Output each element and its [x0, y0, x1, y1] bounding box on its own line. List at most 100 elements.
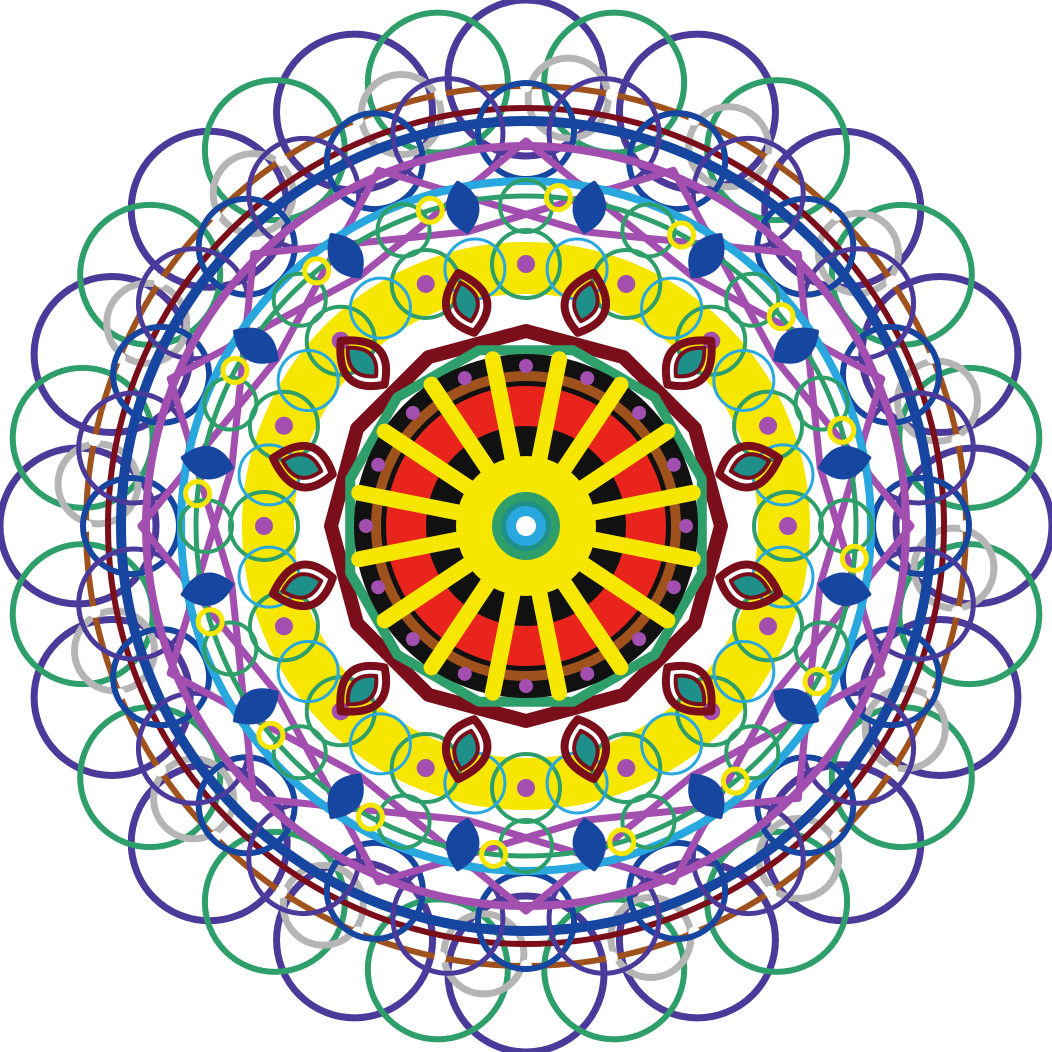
outer-white-dot	[88, 434, 101, 447]
darkred-leaf	[441, 268, 492, 337]
sky-yellow-loop	[276, 640, 340, 704]
outer-white-dot	[764, 885, 777, 898]
core-red-ring	[386, 386, 666, 666]
core-violet-dot	[519, 679, 533, 693]
outer-white-dot	[951, 605, 964, 618]
darkred-leaf-inner	[280, 572, 324, 600]
yellow-dot-loop	[720, 766, 750, 796]
yellow-dot-loop	[195, 607, 225, 637]
darkred-leaf	[441, 715, 492, 784]
darkred-leaf	[661, 661, 716, 716]
yellow-dot-loop	[667, 220, 697, 250]
core-violet-dot	[632, 632, 647, 647]
darkred-leaf-inner	[572, 280, 600, 324]
yellow-dot-loop	[415, 195, 445, 225]
darkred-leaf	[661, 336, 716, 391]
core-violet-dot	[519, 359, 533, 373]
violet-dot	[779, 517, 797, 535]
outer-white-dot	[764, 154, 777, 167]
outer-white-dot	[605, 951, 618, 964]
sky-yellow-loop	[712, 348, 776, 412]
darkred-leaf-inner	[673, 345, 707, 379]
blue-capsule	[572, 818, 606, 872]
darkred-leaf-inner	[728, 452, 772, 480]
green-yellow-loop	[304, 675, 377, 748]
yellow-dot-loop	[827, 415, 857, 445]
blue-capsule	[818, 572, 872, 606]
green-yellow-loop	[228, 490, 300, 562]
outer-grey-loop	[279, 861, 367, 949]
darkred-leaf-inner	[345, 673, 379, 707]
core-violet-dot	[405, 632, 420, 647]
violet-dot	[617, 274, 636, 293]
violet-dot	[617, 759, 636, 778]
darkred-leaf-inner	[345, 345, 379, 379]
green-mid-ring	[193, 193, 859, 859]
blue-capsule	[327, 773, 364, 820]
darkred-leaf	[268, 560, 337, 611]
outer-white-dot	[154, 764, 167, 777]
outer-white-dot	[605, 88, 618, 101]
outer-white-dot	[275, 885, 288, 898]
green-small-loop	[724, 271, 781, 328]
sky-yellow-loop	[276, 348, 340, 412]
green-small-loop	[724, 724, 781, 781]
blue-capsule	[180, 572, 234, 606]
core-violet-dot	[580, 666, 595, 681]
green-yellow-loop	[675, 304, 748, 377]
yellow-dot-loop	[479, 839, 509, 869]
violet-dot	[274, 416, 293, 435]
blue-capsule	[446, 818, 480, 872]
center-white-disc	[516, 516, 536, 536]
violet-dot	[274, 617, 293, 636]
darkred-leaf	[560, 268, 611, 337]
outer-grey-loop	[103, 279, 191, 367]
green-dodecagon	[345, 345, 707, 707]
outer-white-dot	[434, 951, 447, 964]
core-violet-dot	[666, 457, 681, 472]
blue-capsule	[688, 773, 725, 820]
outer-white-dot	[951, 434, 964, 447]
darkred-leaf-inner	[452, 280, 480, 324]
outer-white-dot	[434, 88, 447, 101]
core-violet-dot	[580, 371, 595, 386]
violet-dot	[759, 617, 778, 636]
yellow-dot-loop	[355, 802, 385, 832]
blue-capsule	[688, 232, 725, 279]
blue-capsule	[773, 688, 820, 725]
violet-ring	[142, 142, 910, 910]
yellow-dot-loop	[766, 302, 796, 332]
darkred-leaf-inner	[280, 452, 324, 480]
violet-dot	[416, 274, 435, 293]
blue-capsule	[818, 446, 872, 480]
green-yellow-loop	[490, 752, 562, 824]
violet-dot	[517, 255, 535, 273]
core-violet-dot	[666, 580, 681, 595]
darkred-leaf	[715, 560, 784, 611]
core-violet-dot	[679, 519, 693, 533]
core-violet-dot	[632, 405, 647, 420]
green-yellow-loop	[752, 490, 824, 562]
core-violet-dot	[371, 457, 386, 472]
core-violet-dot	[457, 371, 472, 386]
darkred-leaf-inner	[572, 728, 600, 772]
blue-capsule	[773, 327, 820, 364]
core-violet-dot	[371, 580, 386, 595]
yellow-dot-loop	[802, 667, 832, 697]
blue-capsule	[327, 232, 364, 279]
outer-white-dot	[275, 154, 288, 167]
outer-darkred-ring	[105, 105, 947, 947]
outer-grey-loop	[685, 103, 773, 191]
outer-blue-ring	[116, 116, 936, 936]
sky-yellow-loop	[712, 640, 776, 704]
blue-capsule	[572, 180, 606, 234]
yellow-dot-loop	[220, 355, 250, 385]
yellow-dot-loop	[839, 543, 869, 573]
sky-yellow-loop	[348, 276, 412, 340]
outer-white-dot	[88, 605, 101, 618]
core-violet-dot	[405, 405, 420, 420]
yellow-dot-loop	[256, 720, 286, 750]
green-yellow-loop	[675, 675, 748, 748]
